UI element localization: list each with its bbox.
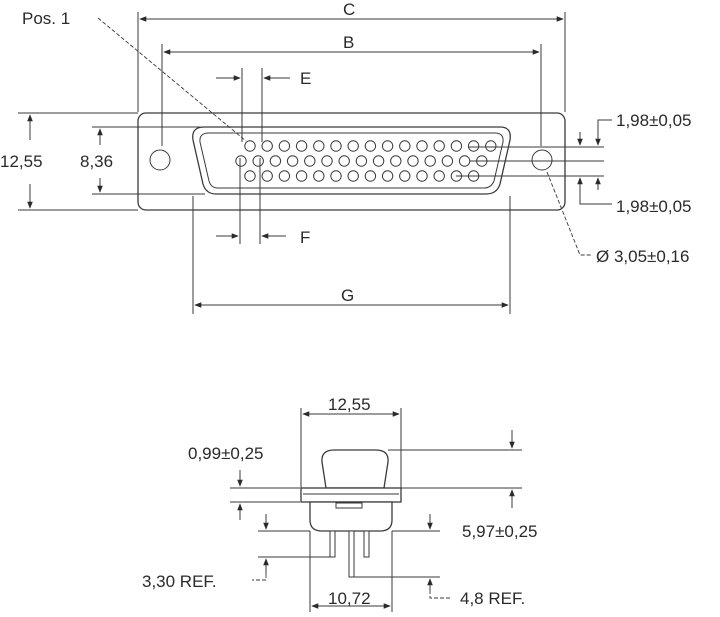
contact-pin <box>364 140 377 152</box>
contact-pin <box>416 170 428 182</box>
contact-pin <box>424 155 436 167</box>
contact-pin <box>433 170 445 182</box>
contact-pin <box>261 170 273 182</box>
contact-pin <box>372 155 385 167</box>
dim-pitch-bottom-label: 1,98±0,05 <box>616 197 692 216</box>
dim-e-label: E <box>300 69 311 88</box>
right-mounting-hole <box>531 149 553 171</box>
side-dim-width-bottom-label: 10,72 <box>328 589 371 608</box>
contact-pin <box>295 140 308 152</box>
side-pin-right <box>363 530 370 558</box>
contact-pin <box>338 155 350 167</box>
side-shell <box>321 449 389 489</box>
contact-pin <box>252 155 264 167</box>
contact-pin <box>381 170 394 182</box>
contact-pin <box>244 170 256 182</box>
contact-pin <box>355 155 368 167</box>
contact-pin <box>278 140 291 152</box>
side-pin-middle <box>348 530 355 578</box>
contact-pin <box>390 155 402 167</box>
left-mounting-hole <box>149 149 171 171</box>
contact-pin <box>313 140 325 152</box>
contact-pin <box>450 140 463 152</box>
contact-pin <box>235 155 247 167</box>
dim-height-label: 12,55 <box>0 152 43 171</box>
contact-pin <box>381 140 394 152</box>
contact-pin <box>485 140 497 152</box>
contact-pin <box>399 140 411 152</box>
dim-hole-label: Ø 3,05±0,16 <box>596 247 689 266</box>
contact-pin <box>269 155 282 167</box>
contact-pin <box>330 170 342 182</box>
dim-c-label: C <box>343 0 355 19</box>
contact-pin <box>407 155 419 167</box>
pos-label: Pos. 1 <box>22 9 70 28</box>
contact-pin <box>433 140 445 152</box>
contact-pin <box>364 170 377 182</box>
contact-pin <box>304 155 316 167</box>
dim-f-label: F <box>300 228 310 247</box>
contact-pin <box>295 170 308 182</box>
front-view: Pos. 1 C B E F G 12,55 <box>0 0 692 314</box>
contact-pin <box>467 140 480 152</box>
dim-shell-height-label: 8,36 <box>80 152 113 171</box>
contact-pin <box>399 170 411 182</box>
side-pin-left <box>329 530 336 558</box>
contact-pin <box>286 155 299 167</box>
side-dim-width-top-label: 12,55 <box>328 395 371 414</box>
contact-pin <box>261 140 273 152</box>
contact-pin <box>347 140 359 152</box>
side-dim-tail-label: 3,30 REF. <box>142 572 217 591</box>
side-view: 12,55 0,99±0,25 5,97±0,25 3,30 REF. 4,8 … <box>142 395 538 612</box>
contact-pin <box>458 155 471 167</box>
dim-b-label: B <box>343 33 354 52</box>
contact-pin <box>278 170 291 182</box>
dim-pitch-top-label: 1,98±0,05 <box>616 111 692 130</box>
side-dim-flange-label: 0,99±0,25 <box>188 444 264 463</box>
side-flange <box>300 487 402 503</box>
contact-pin <box>330 140 342 152</box>
dim-g-label: G <box>341 286 354 305</box>
contact-pin <box>416 140 428 152</box>
pos-leader <box>97 17 247 142</box>
contact-pin <box>441 155 454 167</box>
contact-pins <box>235 140 497 182</box>
contact-pin <box>321 155 333 167</box>
side-dim-pin-label: 4,8 REF. <box>460 589 525 608</box>
contact-pin <box>244 140 256 152</box>
side-dim-body-label: 5,97±0,25 <box>462 522 538 541</box>
side-lower-body <box>309 501 393 532</box>
contact-pin <box>313 170 325 182</box>
contact-pin <box>347 170 359 182</box>
